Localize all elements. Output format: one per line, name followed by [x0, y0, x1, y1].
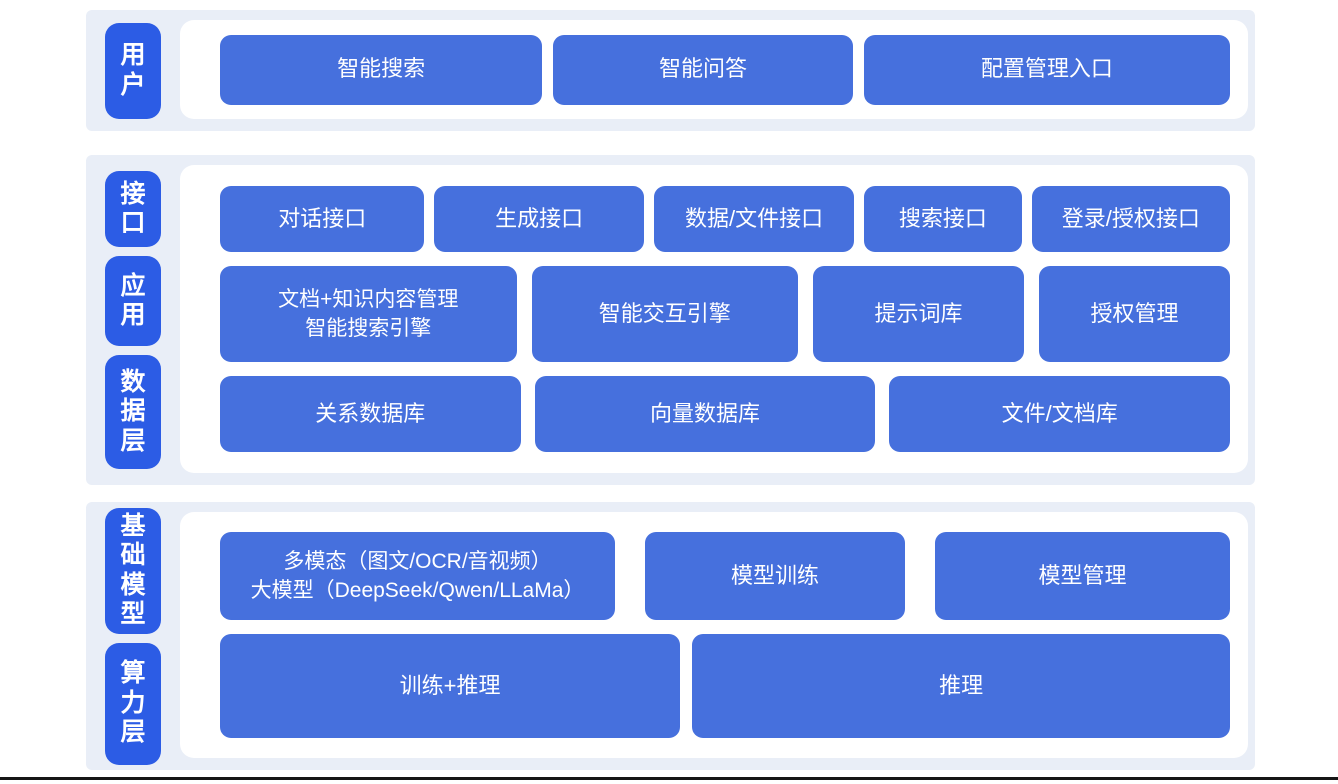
node-vector-db: 向量数据库 — [534, 376, 876, 452]
node-generation-api: 生成接口 — [434, 186, 644, 252]
user-layer-row: 智能搜索 智能问答 配置管理入口 — [220, 34, 1230, 105]
node-multimodal-llm: 多模态（图文/OCR/音视频） 大模型（DeepSeek/Qwen/LLaMa） — [220, 532, 615, 620]
interface-row: 对话接口 生成接口 数据/文件接口 搜索接口 登录/授权接口 — [220, 186, 1230, 252]
layer-label-column: 基础模型 算力层 — [86, 502, 180, 770]
node-model-training: 模型训练 — [645, 532, 905, 620]
foundation-model-row: 多模态（图文/OCR/音视频） 大模型（DeepSeek/Qwen/LLaMa）… — [220, 532, 1230, 620]
layer-label-compute: 算力层 — [105, 642, 161, 765]
layer-label-column: 用户 — [86, 10, 180, 131]
node-interaction-engine: 智能交互引擎 — [531, 266, 798, 362]
data-row: 关系数据库 向量数据库 文件/文档库 — [220, 376, 1230, 452]
layer-band-middle: 接口 应用 数据层 对话接口 生成接口 数据/文件接口 搜索接口 登录/授权接口… — [86, 155, 1255, 485]
user-layer-panel: 智能搜索 智能问答 配置管理入口 — [180, 20, 1248, 119]
node-login-auth-api: 登录/授权接口 — [1031, 186, 1230, 252]
layer-label-column: 接口 应用 数据层 — [86, 155, 180, 485]
layer-label-foundation-model: 基础模型 — [105, 507, 161, 634]
node-auth-management: 授权管理 — [1039, 266, 1230, 362]
compute-row: 训练+推理 推理 — [220, 634, 1230, 738]
node-relational-db: 关系数据库 — [220, 376, 521, 452]
bottom-border-line — [0, 777, 1338, 780]
application-row: 文档+知识内容管理 智能搜索引擎 智能交互引擎 提示词库 授权管理 — [220, 266, 1230, 362]
node-config-management-entry: 配置管理入口 — [863, 34, 1230, 105]
middle-layer-panel: 对话接口 生成接口 数据/文件接口 搜索接口 登录/授权接口 文档+知识内容管理… — [180, 165, 1248, 473]
node-data-file-api: 数据/文件接口 — [653, 186, 855, 252]
node-search-api: 搜索接口 — [864, 186, 1022, 252]
node-training-inference: 训练+推理 — [220, 634, 681, 738]
layer-label-data: 数据层 — [105, 355, 161, 469]
node-doc-knowledge-search-engine: 文档+知识内容管理 智能搜索引擎 — [220, 266, 517, 362]
node-inference: 推理 — [692, 634, 1230, 738]
bottom-layer-panel: 多模态（图文/OCR/音视频） 大模型（DeepSeek/Qwen/LLaMa）… — [180, 512, 1248, 758]
layer-band-bottom: 基础模型 算力层 多模态（图文/OCR/音视频） 大模型（DeepSeek/Qw… — [86, 502, 1255, 770]
node-dialog-api: 对话接口 — [220, 186, 425, 252]
node-model-management: 模型管理 — [935, 532, 1230, 620]
node-smart-qa: 智能问答 — [553, 34, 853, 105]
layer-band-user: 用户 智能搜索 智能问答 配置管理入口 — [86, 10, 1255, 131]
layer-label-user: 用户 — [105, 22, 161, 119]
layer-label-application: 应用 — [105, 256, 161, 346]
node-smart-search: 智能搜索 — [220, 34, 543, 105]
node-prompt-library: 提示词库 — [812, 266, 1024, 362]
node-file-doc-store: 文件/文档库 — [889, 376, 1230, 452]
layer-label-interface: 接口 — [105, 171, 161, 247]
